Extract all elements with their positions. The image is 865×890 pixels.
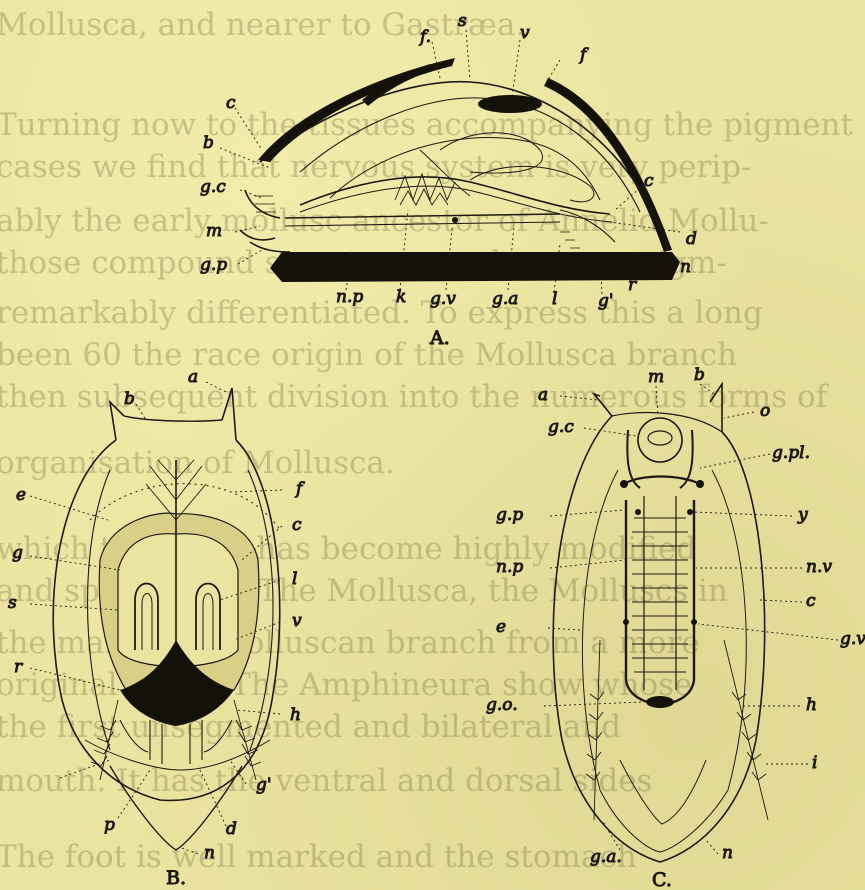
label-n: n xyxy=(722,843,733,863)
figure-a: f. s v f c b g.c m g.p c d n n.p k g.v g… xyxy=(200,11,697,349)
label-n: n xyxy=(680,257,691,277)
label-h: h xyxy=(290,705,301,725)
caption-c: C. xyxy=(652,869,672,890)
label-gpl: g.pl. xyxy=(772,443,810,463)
label-gv: g.v xyxy=(840,629,865,649)
label-k: k xyxy=(396,287,406,307)
label-v: v xyxy=(520,23,530,43)
label-ga: g.a xyxy=(492,289,518,309)
label-f: f. xyxy=(418,27,431,47)
label-m: m xyxy=(648,367,664,387)
label-p: p xyxy=(104,815,115,835)
label-b: b xyxy=(203,133,214,153)
label-l: l xyxy=(552,289,557,309)
label-gp: g.p xyxy=(496,505,523,525)
label-y: y xyxy=(797,505,808,525)
label-s: s xyxy=(8,593,17,613)
figure-c: a m b o g.c g.pl. g.p y n.p n.v c e g.v … xyxy=(486,365,865,890)
label-n: n xyxy=(204,843,215,863)
label-gp: g.p xyxy=(200,255,227,275)
label-m: m xyxy=(206,221,222,241)
label-c: c xyxy=(806,591,816,611)
label-c: c xyxy=(644,171,654,191)
label-f: f xyxy=(578,45,589,65)
label-s: s xyxy=(458,11,467,31)
label-g: g xyxy=(12,543,23,563)
label-e: e xyxy=(16,485,26,505)
label-e: e xyxy=(496,617,506,637)
label-f: f xyxy=(294,479,305,499)
label-gc: g.c xyxy=(548,417,574,437)
label-np: n.p xyxy=(336,287,363,307)
label-r: r xyxy=(14,657,23,677)
label-g-prime: g' xyxy=(598,291,614,311)
label-b: b xyxy=(694,365,705,385)
label-v: v xyxy=(292,611,302,631)
label-g-prime: g' xyxy=(256,775,272,795)
label-gv: g.v xyxy=(430,289,456,309)
label-c: c xyxy=(292,515,302,535)
label-a: a xyxy=(188,367,198,387)
caption-b: B. xyxy=(166,867,186,889)
label-a: a xyxy=(538,385,548,405)
label-b: b xyxy=(124,389,135,409)
label-l: l xyxy=(292,569,297,589)
figure-b: b a e f c g l s v r h g' p d n B. xyxy=(8,367,305,889)
label-r: r xyxy=(628,275,637,295)
label-o: o xyxy=(760,401,770,421)
label-go: g.o. xyxy=(486,695,518,715)
label-np: n.p xyxy=(496,557,523,577)
label-i: i xyxy=(812,753,817,773)
label-gc: g.c xyxy=(200,177,226,197)
label-h: h xyxy=(806,695,817,715)
label-ga: g.a. xyxy=(590,847,622,867)
label-d: d xyxy=(686,229,697,249)
label-c: c xyxy=(226,93,236,113)
label-nv: n.v xyxy=(806,557,832,577)
caption-a: A. xyxy=(429,327,450,349)
label-d: d xyxy=(226,819,237,839)
